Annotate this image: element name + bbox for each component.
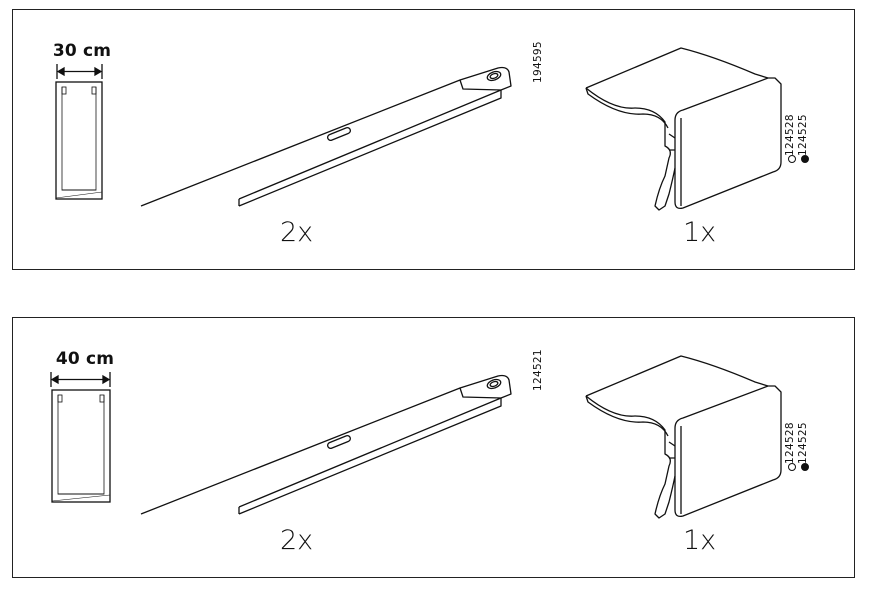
frame-box-icon	[51, 389, 111, 503]
white-circle-icon	[788, 155, 796, 163]
cap-part-number-black: 124525	[797, 422, 809, 464]
end-cap-drawing	[585, 47, 782, 211]
rail-quantity: 2x	[280, 217, 314, 248]
width-dimension-arrow	[50, 372, 111, 387]
cap-quantity: 1x	[683, 217, 717, 248]
part-panel-30cm: 30 cm 2x 194595 1x 124528 124525	[12, 9, 855, 270]
rail-quantity: 2x	[280, 525, 314, 556]
black-circle-icon	[801, 155, 809, 163]
rail-drawing	[140, 66, 512, 207]
part-panel-40cm: 40 cm 2x 124521 1x 124528 124525	[12, 317, 855, 578]
black-circle-icon	[801, 463, 809, 471]
rail-part-number: 124521	[532, 349, 544, 391]
width-label: 30 cm	[52, 41, 112, 61]
end-cap-drawing	[585, 355, 782, 519]
white-circle-icon	[788, 463, 796, 471]
cap-part-number-black: 124525	[797, 114, 809, 156]
panel-illustration	[55, 47, 782, 211]
cap-part-number-white: 124528	[784, 422, 796, 464]
frame-box-icon	[55, 81, 103, 200]
cap-part-number-white: 124528	[784, 114, 796, 156]
width-label: 40 cm	[55, 349, 115, 369]
cap-quantity: 1x	[683, 525, 717, 556]
rail-drawing	[140, 374, 512, 515]
rail-part-number: 194595	[532, 41, 544, 83]
panel-illustration	[50, 355, 782, 519]
width-dimension-arrow	[56, 64, 103, 79]
